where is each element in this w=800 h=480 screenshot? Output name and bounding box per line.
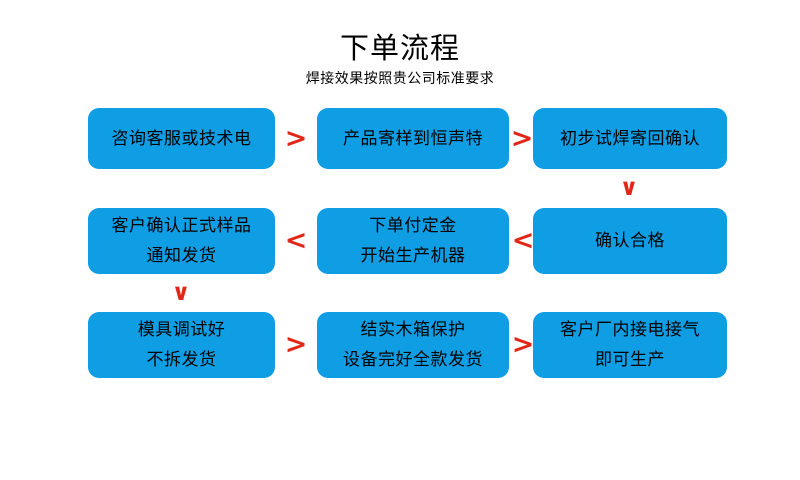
arrow-left-icon: <: [284, 225, 308, 256]
arrow-right-icon: >: [284, 123, 308, 154]
page-subtitle: 焊接效果按照贵公司标准要求: [305, 71, 495, 87]
flow-node-label: 结实木箱保护: [360, 320, 466, 340]
flow-node-label: 不拆发货: [146, 350, 217, 370]
flow-node-label: 模具调试好: [137, 320, 226, 340]
flow-node-label: 下单付定金: [369, 216, 457, 236]
page-title: 下单流程: [339, 31, 460, 65]
flow-node-confirm-qualified[interactable]: 确认合格: [533, 208, 727, 274]
flow-node-wooden-crate[interactable]: 结实木箱保护 设备完好全款发货: [317, 312, 509, 378]
arrow-right-icon: >: [510, 123, 534, 154]
flow-node-send-sample[interactable]: 产品寄样到恒声特: [317, 108, 509, 169]
flow-node-label: 产品寄样到恒声特: [343, 128, 483, 149]
flow-node-customer-factory-setup[interactable]: 客户厂内接电接气 即可生产: [533, 312, 727, 378]
flow-node-label: 初步试焊寄回确认: [560, 128, 700, 149]
flow-node-customer-confirm-sample[interactable]: 客户确认正式样品 通知发货: [88, 208, 275, 274]
flow-node-mold-tested[interactable]: 模具调试好 不拆发货: [88, 312, 275, 378]
flow-node-label: 咨询客服或技术电: [111, 128, 252, 149]
flow-node-label: 即可生产: [595, 350, 665, 370]
flow-node-trial-weld-return[interactable]: 初步试焊寄回确认: [533, 108, 727, 169]
flow-node-order-deposit[interactable]: 下单付定金 开始生产机器: [317, 208, 509, 274]
arrow-left-icon: <: [511, 225, 535, 256]
chart-header: 下单流程 焊接效果按照贵公司标准要求: [0, 30, 800, 89]
flow-node-label: 客户厂内接电接气: [560, 320, 700, 340]
flow-node-consult-service[interactable]: 咨询客服或技术电: [88, 108, 275, 169]
arrow-down-icon: ∨: [619, 175, 639, 201]
flow-node-label: 客户确认正式样品: [111, 216, 252, 236]
flow-node-label: 确认合格: [595, 231, 665, 251]
arrow-right-icon: >: [511, 329, 535, 360]
flow-node-label: 设备完好全款发货: [343, 350, 483, 370]
arrow-right-icon: >: [284, 329, 308, 360]
arrow-down-icon: ∨: [171, 280, 191, 306]
flow-node-label: 开始生产机器: [360, 246, 466, 266]
flow-node-label: 通知发货: [146, 246, 217, 266]
